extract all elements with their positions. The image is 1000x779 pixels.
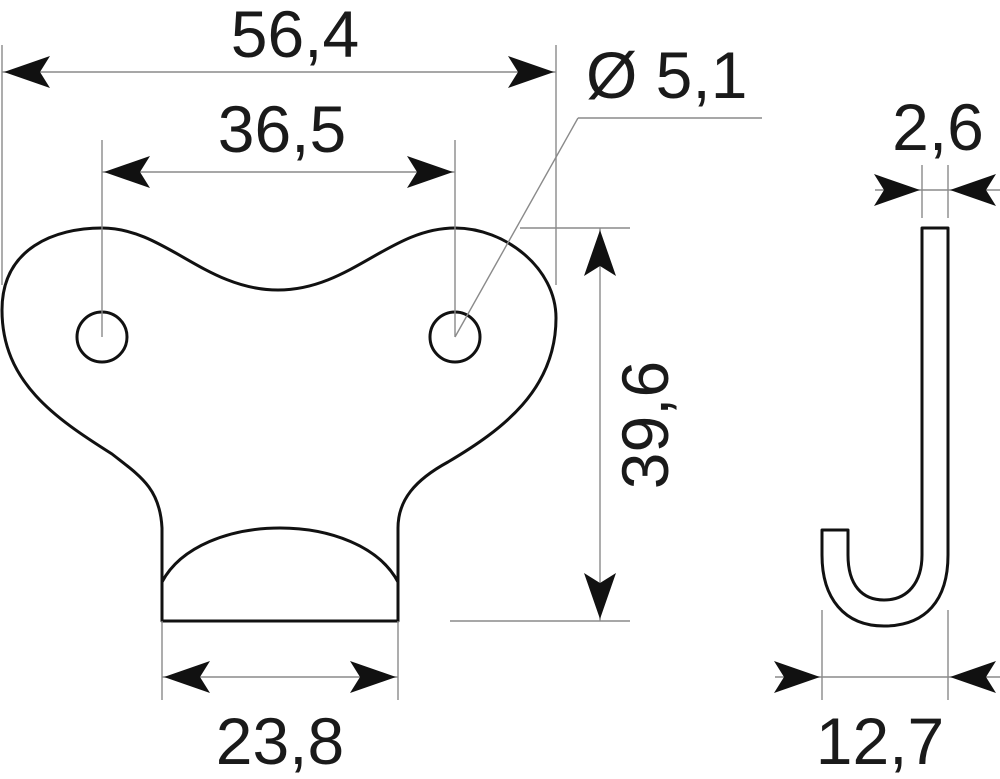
hole-diameter-label: Ø 5,1 <box>586 38 747 112</box>
tab-arc <box>160 526 400 583</box>
thickness-dimension: 2,6 <box>874 90 1000 218</box>
thickness-label: 2,6 <box>892 90 984 164</box>
arrowhead <box>950 661 996 693</box>
arrowhead <box>104 156 150 188</box>
arrowhead <box>4 56 50 88</box>
plate-outline <box>0 226 558 623</box>
hook-outline <box>820 226 950 628</box>
plate-front-view <box>0 226 558 623</box>
hook-side-view <box>820 226 950 628</box>
arrowhead <box>407 156 453 188</box>
height-dimension: 39,6 <box>450 227 682 622</box>
arrowhead <box>774 661 820 693</box>
overall-width-dimension: 56,4 <box>1 0 557 285</box>
hook-depth-dimension: 12,7 <box>774 610 1000 778</box>
height-label: 39,6 <box>608 361 682 489</box>
hole-diameter-callout: Ø 5,1 <box>454 38 762 338</box>
hole-spacing-dimension: 36,5 <box>101 92 456 337</box>
leader-line <box>454 117 579 338</box>
tab-width-dimension: 23,8 <box>161 621 399 778</box>
arrowhead <box>164 661 210 693</box>
arrowhead <box>350 661 396 693</box>
hole-spacing-label: 36,5 <box>218 92 346 166</box>
tab-width-label: 23,8 <box>216 704 344 778</box>
arrowhead <box>874 174 920 206</box>
overall-width-label: 56,4 <box>231 0 359 71</box>
arrowhead <box>584 573 616 619</box>
arrowhead <box>950 174 996 206</box>
hook-depth-label: 12,7 <box>816 704 944 778</box>
arrowhead <box>508 56 554 88</box>
arrowhead <box>584 230 616 276</box>
